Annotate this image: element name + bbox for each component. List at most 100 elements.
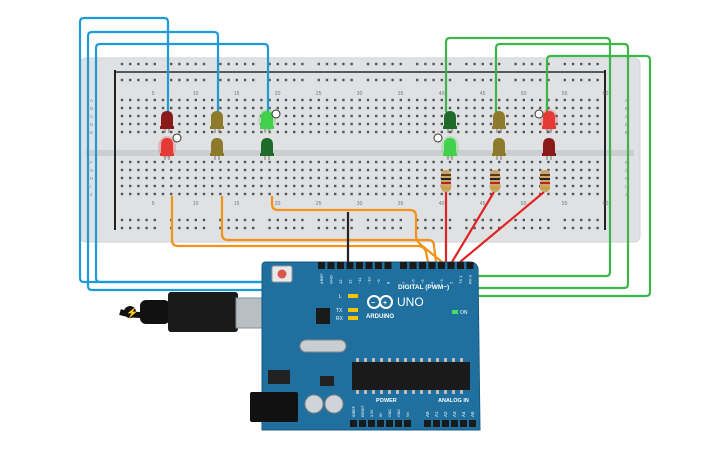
breadboard-hole (202, 114, 206, 118)
led-r2[interactable] (441, 136, 459, 160)
info-markers[interactable] (172, 109, 544, 143)
green-wire-1[interactable] (378, 36, 612, 278)
leds[interactable] (158, 109, 558, 160)
breadboard-hole (301, 192, 304, 196)
breadboard-hole (407, 98, 411, 102)
analog-pin[interactable] (424, 420, 431, 427)
power-jack[interactable] (250, 392, 298, 422)
column-number: 60 (603, 201, 609, 207)
green-wire-3[interactable] (396, 54, 652, 298)
analog-pin[interactable] (460, 420, 467, 427)
breadboard-hole (252, 176, 255, 180)
digital-pin[interactable] (318, 262, 325, 269)
led-l1[interactable] (160, 111, 174, 133)
digital-pin[interactable] (365, 262, 373, 269)
digital-pin[interactable] (438, 262, 445, 269)
red-wires[interactable] (444, 191, 545, 263)
breadboard-hole (317, 114, 320, 118)
breadboard-hole (489, 192, 493, 196)
digital-pin[interactable] (447, 262, 455, 269)
digital-pin[interactable] (466, 262, 474, 269)
blue-wire-3[interactable] (94, 42, 374, 284)
digital-pin[interactable] (419, 262, 426, 269)
breadboard-hole (243, 98, 247, 102)
breadboard-hole (227, 168, 230, 172)
power-pin[interactable] (359, 420, 366, 427)
led-r1[interactable] (443, 111, 457, 133)
breadboard-hole (268, 168, 271, 172)
digital-pin[interactable] (356, 262, 363, 269)
digital-pin[interactable] (457, 262, 464, 269)
resistors[interactable] (441, 170, 550, 192)
digital-pin[interactable] (409, 262, 417, 269)
green-wire-2[interactable] (388, 42, 630, 290)
orange-wire-1[interactable] (170, 196, 430, 263)
info-icon[interactable] (172, 133, 182, 143)
blue-wire-2[interactable] (86, 30, 362, 292)
power-pin[interactable] (377, 420, 384, 427)
led-r3[interactable] (492, 111, 506, 133)
breadboard-hole (522, 122, 525, 126)
power-pin[interactable] (368, 420, 375, 427)
rail-hole (596, 78, 599, 82)
breadboard-hole (243, 106, 247, 110)
breadboard-hole (448, 98, 452, 102)
breadboard-hole (309, 176, 312, 180)
digital-pin[interactable] (375, 262, 382, 269)
power-pin[interactable] (350, 420, 357, 427)
led-r5[interactable] (540, 109, 558, 133)
analog-pin[interactable] (442, 420, 449, 427)
blue-wires[interactable] (78, 16, 374, 292)
led-l2[interactable] (158, 136, 176, 160)
orange-wires[interactable] (170, 196, 443, 263)
red-wire-2[interactable] (451, 191, 495, 263)
breadboard-hole (129, 98, 132, 102)
usb-cable[interactable]: ⚡ (119, 292, 285, 332)
breadboard-hole (440, 106, 443, 110)
digital-pin[interactable] (327, 262, 335, 269)
analog-pin[interactable] (451, 420, 458, 427)
led-l4[interactable] (210, 138, 224, 160)
orange-wire-3[interactable] (270, 196, 443, 263)
info-icon[interactable] (433, 133, 443, 143)
breadboard-hole (194, 98, 197, 102)
analog-header[interactable] (424, 420, 476, 427)
info-icon[interactable] (534, 109, 544, 119)
power-pin[interactable] (395, 420, 402, 427)
led-r4[interactable] (492, 138, 506, 160)
digital-header[interactable] (318, 262, 474, 269)
led-l6[interactable] (260, 138, 274, 160)
breadboard-hole (399, 192, 402, 196)
resistor-2[interactable] (490, 170, 500, 192)
rail-hole (391, 218, 394, 222)
digital-pin[interactable] (428, 262, 436, 269)
blue-wire-1[interactable] (78, 16, 327, 284)
digital-pin[interactable] (346, 262, 354, 269)
analog-pin[interactable] (469, 420, 476, 427)
digital-pin[interactable] (384, 262, 392, 269)
analog-pin[interactable] (433, 420, 440, 427)
breadboard-hole (325, 122, 329, 126)
led-l5[interactable] (258, 109, 276, 133)
orange-wire-2[interactable] (220, 196, 438, 263)
rail-hole (489, 218, 493, 222)
digital-pin[interactable] (400, 262, 407, 269)
power-header[interactable] (350, 420, 411, 427)
resistor-3[interactable] (540, 170, 550, 192)
power-pin[interactable] (386, 420, 393, 427)
led-l3[interactable] (210, 111, 224, 133)
green-wires[interactable] (378, 36, 652, 298)
breadboard-hole (596, 184, 599, 188)
info-icon[interactable] (271, 109, 281, 119)
led-r6[interactable] (542, 138, 556, 160)
resistor-1[interactable] (441, 170, 451, 192)
rail-hole (145, 78, 148, 82)
breadboard-hole (563, 192, 566, 196)
power-pin[interactable] (404, 420, 411, 427)
breadboard-hole (260, 98, 263, 102)
digital-pin[interactable] (337, 262, 344, 269)
rail-hole (243, 62, 247, 66)
rail-hole (588, 78, 591, 82)
red-wire-3[interactable] (459, 191, 545, 263)
